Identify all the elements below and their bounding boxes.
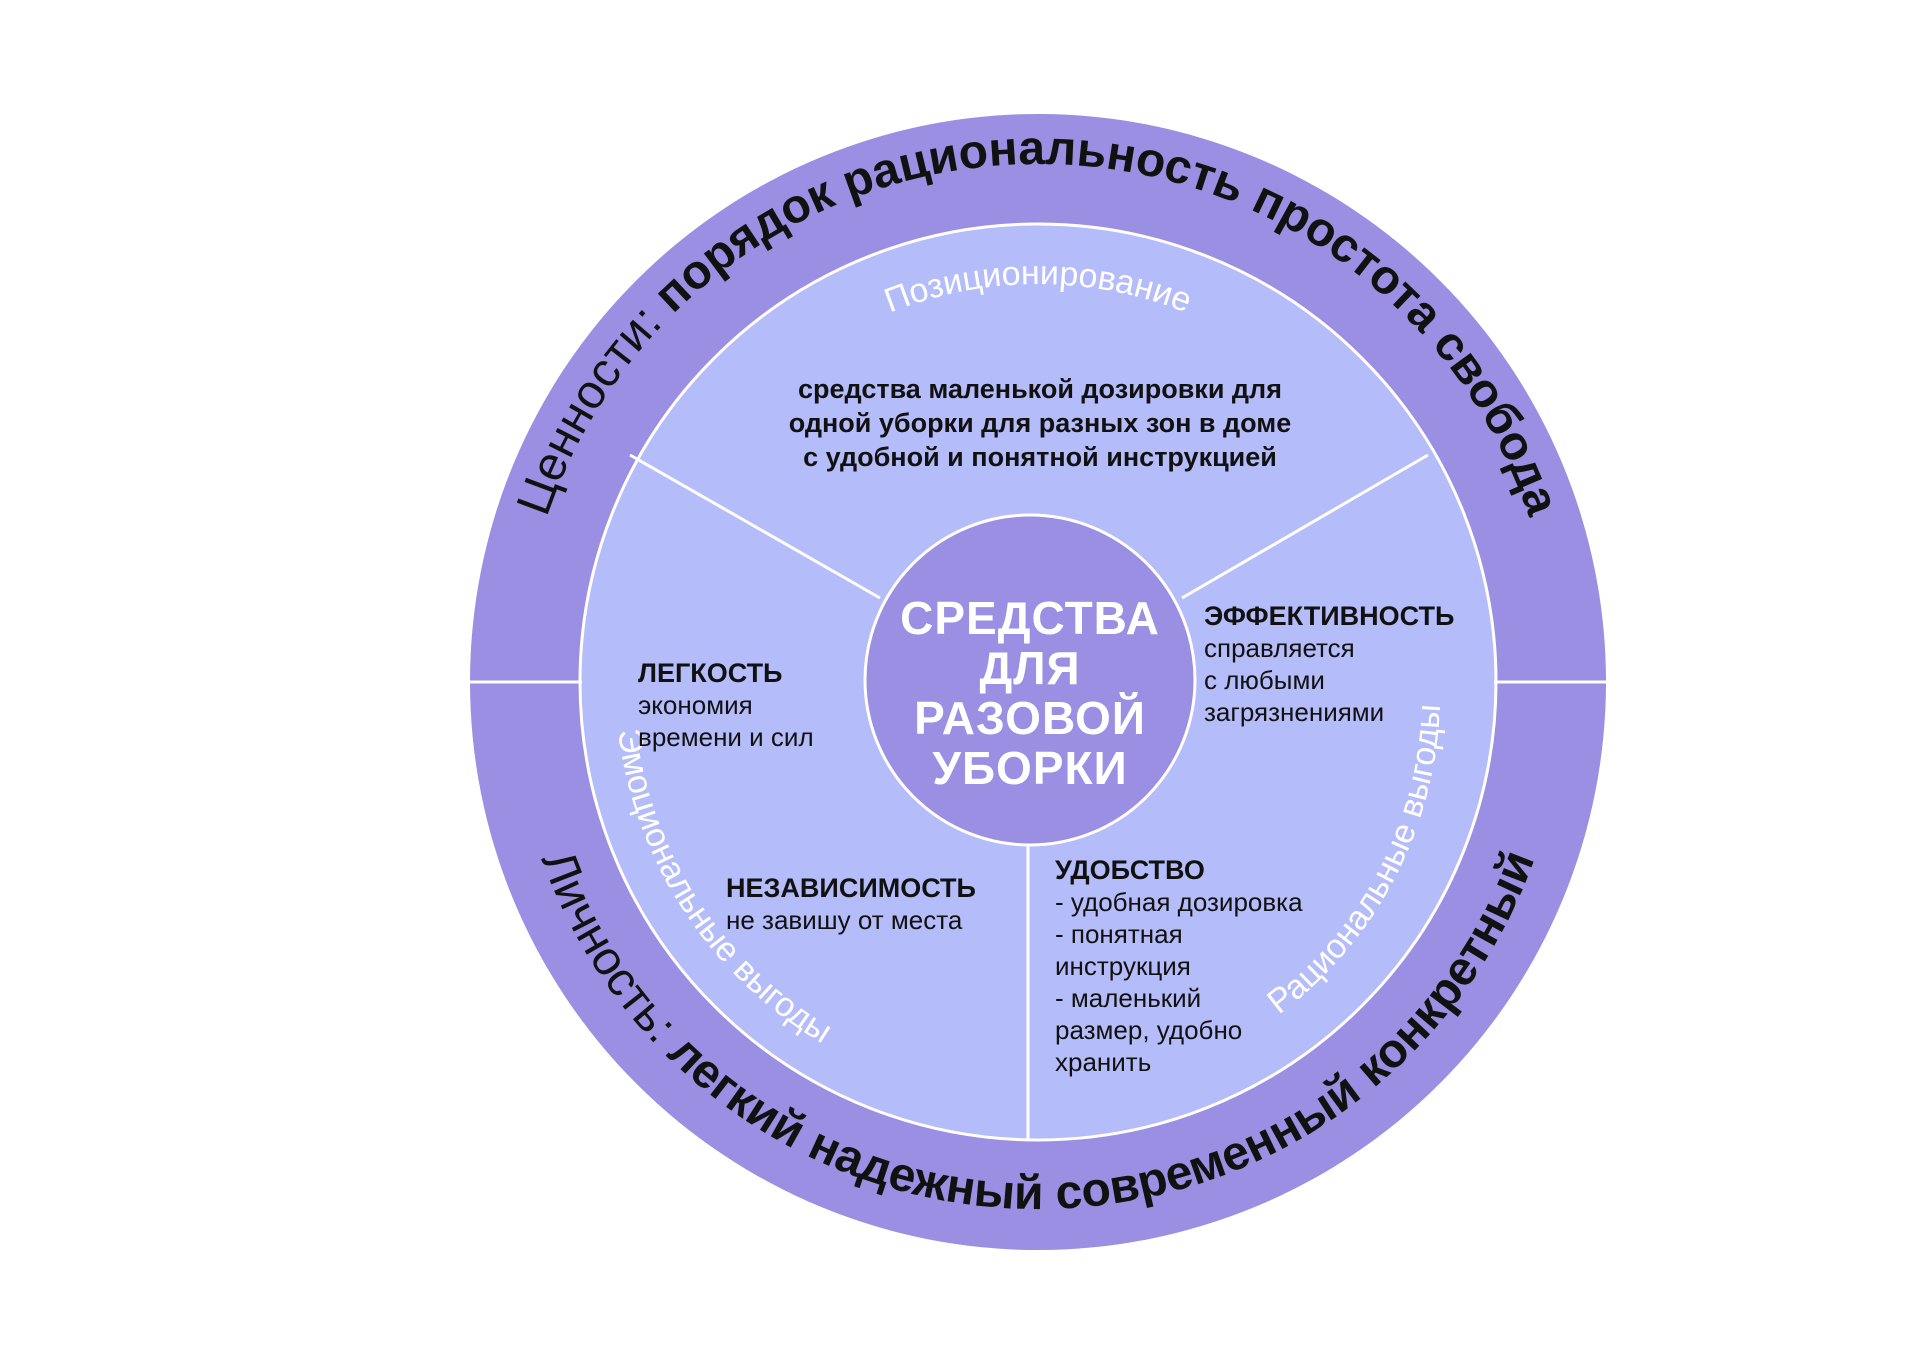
- benefit-title: ЛЕГКОСТЬ: [638, 658, 782, 688]
- benefit-line: не завишу от места: [726, 905, 963, 935]
- benefit-line: - маленький: [1055, 983, 1201, 1013]
- positioning-line-1: средства маленькой дозировки для: [798, 374, 1282, 404]
- benefit-line: загрязнениями: [1204, 697, 1384, 727]
- positioning-line-2: одной уборки для разных зон в доме: [789, 408, 1292, 438]
- benefit-line: хранить: [1055, 1047, 1151, 1077]
- benefit-line: справляется: [1204, 633, 1355, 663]
- center-line-2: ДЛЯ: [979, 642, 1080, 694]
- positioning-statement: средства маленькой дозировки для одной у…: [789, 374, 1292, 472]
- benefit-line: с любыми: [1204, 665, 1325, 695]
- benefit-title: НЕЗАВИСИМОСТЬ: [726, 873, 976, 903]
- divider-left: [629, 453, 881, 600]
- divider-right: [1181, 453, 1429, 600]
- benefit-title: ЭФФЕКТИВНОСТЬ: [1204, 601, 1454, 631]
- benefit-independence: НЕЗАВИСИМОСТЬ не завишу от места: [726, 873, 976, 935]
- benefit-title: УДОБСТВО: [1055, 855, 1205, 885]
- center-line-1: СРЕДСТВА: [900, 592, 1160, 644]
- benefit-convenience: УДОБСТВО - удобная дозировка - понятная …: [1055, 855, 1303, 1077]
- positioning-line-3: с удобной и понятной инструкцией: [803, 442, 1277, 472]
- benefit-line: - понятная: [1055, 919, 1183, 949]
- benefit-line: инструкция: [1055, 951, 1191, 981]
- benefit-line: - удобная дозировка: [1055, 887, 1303, 917]
- benefit-lightness: ЛЕГКОСТЬ экономия времени и сил: [638, 658, 814, 752]
- benefit-line: времени и сил: [638, 722, 814, 752]
- benefit-efficiency: ЭФФЕКТИВНОСТЬ справляется с любыми загря…: [1204, 601, 1454, 727]
- benefit-line: экономия: [638, 690, 753, 720]
- center-line-3: РАЗОВОЙ: [914, 692, 1146, 744]
- center-title: СРЕДСТВА ДЛЯ РАЗОВОЙ УБОРКИ: [900, 592, 1160, 794]
- center-circle: [863, 513, 1197, 847]
- benefit-line: размер, удобно: [1055, 1015, 1242, 1045]
- center-line-4: УБОРКИ: [932, 742, 1127, 794]
